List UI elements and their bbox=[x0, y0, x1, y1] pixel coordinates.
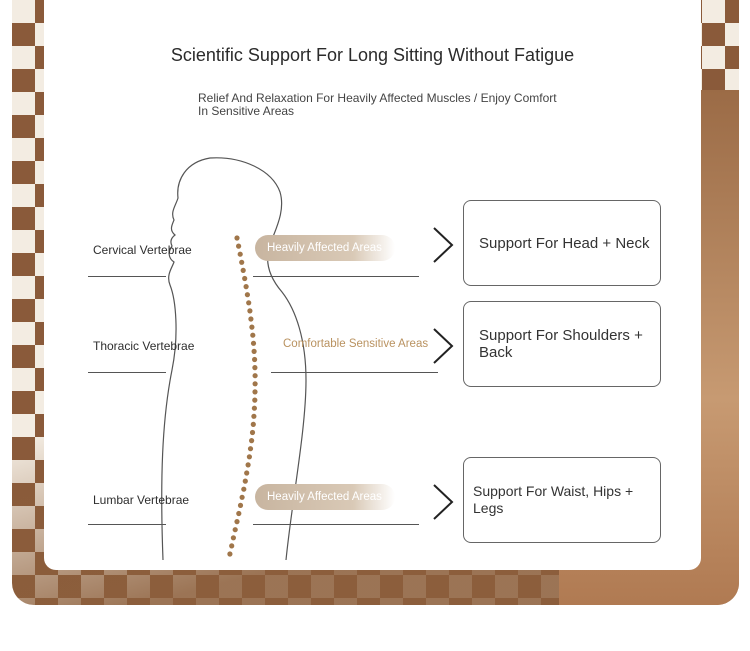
chevron-right-icon bbox=[433, 328, 454, 364]
spine-dot bbox=[244, 292, 250, 298]
spine-dot bbox=[229, 543, 235, 549]
spine-dot bbox=[252, 356, 258, 363]
row-2-support-box: Support For Shoulders + Back bbox=[463, 301, 661, 387]
chevron-right-icon bbox=[433, 227, 454, 263]
spine-dot bbox=[249, 438, 255, 444]
spine-dot bbox=[251, 348, 257, 354]
spine-dot bbox=[232, 527, 238, 533]
row-1-vertebrae-label: Cervical Vertebrae bbox=[93, 243, 192, 257]
row-2-right-line bbox=[271, 372, 438, 373]
chevron-right-icon bbox=[433, 484, 454, 520]
spine-dot bbox=[249, 429, 256, 436]
spine-dot bbox=[251, 405, 257, 411]
spine-dot bbox=[248, 316, 254, 322]
row-3-support-label: Support For Waist, Hips + Legs bbox=[473, 483, 634, 516]
row-2-left-line bbox=[88, 372, 166, 373]
row-2-support-label: Support For Shoulders + Back bbox=[479, 327, 643, 361]
row-1-left-line bbox=[88, 276, 166, 277]
spine-dot bbox=[237, 502, 244, 508]
spine-dot bbox=[227, 551, 233, 557]
spine-dot bbox=[246, 300, 252, 306]
spine-dot bbox=[252, 373, 258, 379]
row-3-vertebrae-label: Lumbar Vertebrae bbox=[93, 493, 190, 507]
spine-dot bbox=[234, 235, 240, 241]
spine-dot bbox=[250, 421, 256, 427]
row-1-right-line bbox=[253, 276, 419, 277]
row-2-vertebrae-label: Thoracic Vertebrae bbox=[93, 339, 195, 353]
body-silhouette-illustration bbox=[161, 157, 307, 561]
spine-dot bbox=[252, 389, 258, 395]
row-1-area-pill: Heavily Affected Areas bbox=[255, 235, 395, 261]
spine-dot bbox=[237, 251, 243, 257]
spine-dot bbox=[252, 397, 258, 403]
spine-dot bbox=[250, 340, 257, 346]
spine-dot bbox=[245, 462, 251, 468]
spine-dot bbox=[236, 510, 242, 517]
spine-dot bbox=[250, 332, 256, 338]
spine-dot bbox=[246, 454, 252, 460]
page-title: Scientific Support For Long Sitting With… bbox=[170, 45, 575, 65]
spine-dot bbox=[244, 470, 250, 476]
row-3-left-line bbox=[88, 524, 166, 525]
spine-dot bbox=[236, 243, 242, 249]
row-1-support-label: Support For Head + Neck bbox=[479, 234, 650, 252]
spine-dots bbox=[227, 235, 258, 557]
row-1-support-box: Support For Head + Neck bbox=[463, 200, 661, 286]
row-3-support-box: Support For Waist, Hips + Legs bbox=[463, 457, 661, 543]
spine-dot bbox=[239, 259, 245, 265]
spine-dot bbox=[251, 413, 257, 419]
page-subtitle: Relief And Relaxation For Heavily Affect… bbox=[198, 91, 557, 118]
spine-dot bbox=[239, 494, 245, 500]
spine-dot bbox=[234, 519, 240, 525]
spine-dot bbox=[242, 275, 248, 282]
info-card: Scientific Support For Long Sitting With… bbox=[44, 0, 701, 570]
spine-dot bbox=[247, 308, 253, 314]
spine-dot bbox=[249, 324, 255, 330]
spine-dot bbox=[247, 446, 254, 452]
row-3-right-line bbox=[253, 524, 419, 525]
spine-dot bbox=[243, 284, 249, 290]
spine-dot bbox=[240, 267, 246, 273]
row-3-area-pill: Heavily Affected Areas bbox=[255, 484, 395, 510]
spine-dot bbox=[241, 486, 247, 492]
spine-dot bbox=[252, 381, 258, 387]
spine-dot bbox=[252, 365, 258, 371]
row-2-area-label: Comfortable Sensitive Areas bbox=[283, 338, 429, 350]
spine-dot bbox=[230, 535, 236, 541]
spine-dot bbox=[242, 478, 248, 484]
